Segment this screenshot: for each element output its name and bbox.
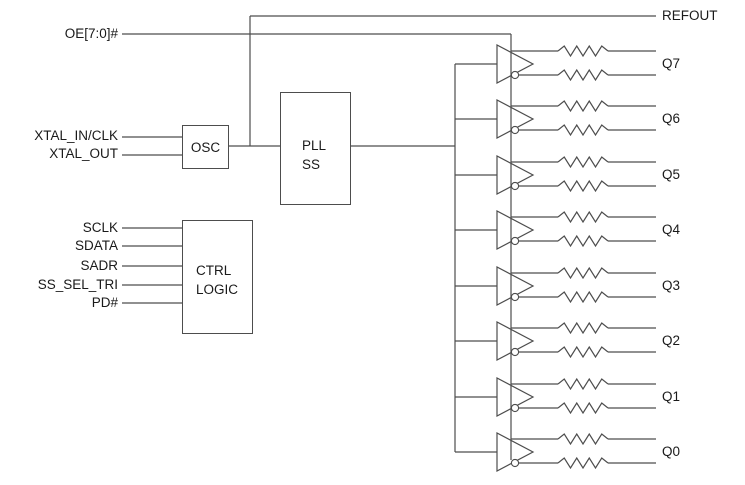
pin-label-q4: Q4 [662, 222, 681, 237]
pin-label-pd: PD# [91, 295, 118, 310]
series-resistor-q5-true [557, 155, 609, 169]
series-resistor-q1-true [557, 377, 609, 391]
ctrl-block-label-line2: LOGIC [196, 282, 239, 297]
pin-label-q5: Q5 [662, 167, 681, 182]
series-resistor-q3-true [557, 266, 609, 280]
pll-block-label-line1: PLL [302, 138, 327, 153]
output-buffers-layer [455, 44, 656, 472]
pin-label-q3: Q3 [662, 278, 681, 293]
pin-label-q1: Q1 [662, 389, 681, 404]
pin-label-q0: Q0 [662, 444, 681, 459]
series-resistor-q7-comp [557, 68, 609, 82]
series-resistor-q7-true [557, 44, 609, 58]
pin-label-oe: OE[7:0]# [64, 26, 118, 41]
output-channel-q6 [455, 99, 656, 139]
pin-label-sadr: SADR [80, 258, 118, 273]
series-resistor-q4-comp [557, 234, 609, 248]
inversion-bubble-icon [510, 292, 520, 302]
pin-label-q2: Q2 [662, 333, 681, 348]
output-channel-q5 [455, 155, 656, 195]
inversion-bubble-icon [510, 347, 520, 357]
series-resistor-q0-true [557, 432, 609, 446]
output-channel-q4 [455, 210, 656, 250]
osc-block-label: OSC [190, 139, 221, 155]
output-channel-q0 [455, 432, 656, 472]
series-resistor-q6-true [557, 99, 609, 113]
pin-label-q7: Q7 [662, 56, 681, 71]
inversion-bubble-icon [510, 458, 520, 468]
inversion-bubble-icon [510, 70, 520, 80]
series-resistor-q3-comp [557, 290, 609, 304]
pin-label-sclk: SCLK [82, 220, 118, 235]
pin-label-xtal-out: XTAL_OUT [49, 146, 118, 161]
inversion-bubble-icon [510, 236, 520, 246]
pin-label-xtal-in: XTAL_IN/CLK [34, 128, 118, 143]
series-resistor-q1-comp [557, 401, 609, 415]
output-channel-q7 [455, 44, 656, 84]
inversion-bubble-icon [510, 403, 520, 413]
osc-block: OSC [182, 125, 229, 169]
inversion-bubble-icon [510, 181, 520, 191]
pin-label-ss-sel-tri: SS_SEL_TRI [37, 277, 118, 292]
series-resistor-q4-true [557, 210, 609, 224]
series-resistor-q6-comp [557, 123, 609, 137]
pin-label-refout: REFOUT [662, 8, 718, 23]
series-resistor-q2-comp [557, 345, 609, 359]
pin-label-q6: Q6 [662, 111, 681, 126]
pll-block-label-line2: SS [302, 157, 321, 172]
output-channel-q2 [455, 321, 656, 361]
series-resistor-q0-comp [557, 456, 609, 470]
pin-label-sdata: SDATA [74, 238, 118, 253]
ctrl-block-label-line1: CTRL [196, 263, 232, 278]
series-resistor-q2-true [557, 321, 609, 335]
pll-ss-block: PLL SS [280, 92, 351, 205]
inversion-bubble-icon [510, 125, 520, 135]
output-channel-q1 [455, 377, 656, 417]
output-channel-q3 [455, 266, 656, 306]
series-resistor-q5-comp [557, 179, 609, 193]
ctrl-logic-block: CTRL LOGIC [182, 220, 253, 334]
